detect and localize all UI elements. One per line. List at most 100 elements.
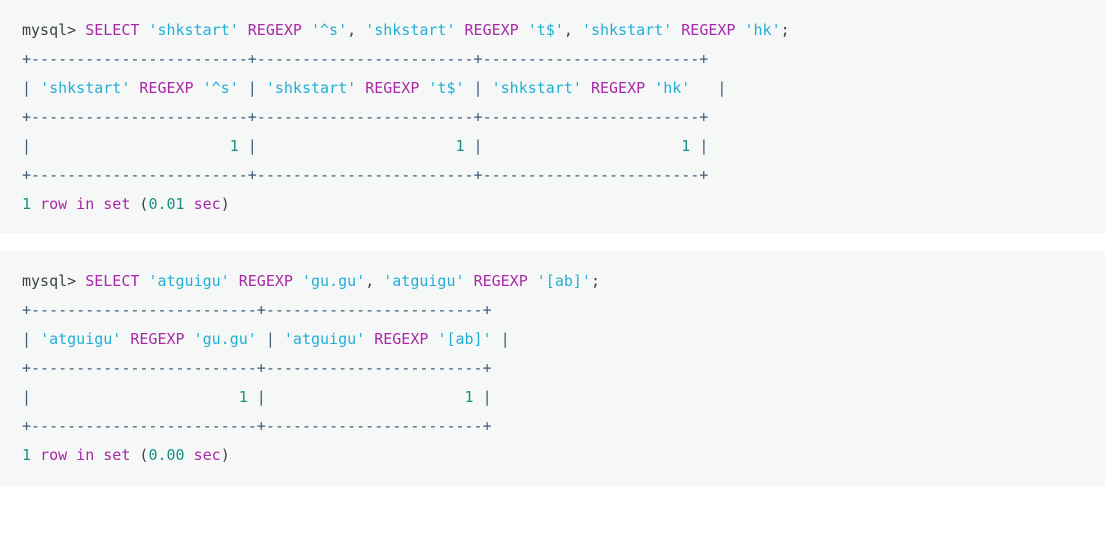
token-string: 'shkstart' xyxy=(365,21,456,39)
token-string: 'gu.gu' xyxy=(193,330,257,348)
token-string: 'atguigu' xyxy=(148,272,230,290)
token-keyword: REGEXP xyxy=(139,79,194,97)
code-line-rule: +-------------------------+-------------… xyxy=(0,296,1105,325)
token-number: 1 xyxy=(464,388,474,406)
token-keyword: SELECT xyxy=(85,21,140,39)
token-string: '[ab]' xyxy=(437,330,492,348)
token-keyword: REGEXP xyxy=(374,330,429,348)
token-border: +-------------------------+-------------… xyxy=(22,301,492,319)
token-string: 'shkstart' xyxy=(265,79,357,97)
token-plain xyxy=(483,137,682,155)
token-number: 1 xyxy=(238,388,248,406)
code-line-status: 1 row in set (0.01 sec) xyxy=(0,190,1105,219)
token-prompt: mysql> xyxy=(22,272,77,290)
token-plain xyxy=(239,21,248,39)
token-plain: , xyxy=(563,21,582,39)
token-plain xyxy=(365,330,374,348)
code-line-data: | 1 | 1 | 1 | xyxy=(0,132,1105,161)
token-string: 'shkstart' xyxy=(491,79,582,97)
token-string: 'atguigu' xyxy=(40,330,122,348)
token-border: | xyxy=(256,330,284,348)
sql-code-block-2: mysql> SELECT 'atguigu' REGEXP 'gu.gu', … xyxy=(0,251,1105,486)
token-keyword: sec xyxy=(193,195,221,213)
token-plain xyxy=(185,330,194,348)
token-plain xyxy=(266,388,465,406)
token-string: 't$' xyxy=(527,21,564,39)
token-string: 'shkstart' xyxy=(40,79,131,97)
token-plain: ; xyxy=(780,21,790,39)
token-string: '^s' xyxy=(311,21,348,39)
token-plain xyxy=(645,79,654,97)
token-number: 1 xyxy=(22,195,32,213)
token-border: +-------------------------+-------------… xyxy=(22,417,492,435)
token-plain xyxy=(356,79,365,97)
token-plain xyxy=(456,21,465,39)
token-number: 1 xyxy=(229,137,239,155)
token-keyword: REGEXP xyxy=(464,21,519,39)
token-plain xyxy=(185,446,194,464)
token-plain xyxy=(194,79,203,97)
token-border: | xyxy=(238,79,266,97)
token-string: 'hk' xyxy=(654,79,691,97)
token-plain: ) xyxy=(220,446,230,464)
token-plain: ( xyxy=(130,446,149,464)
token-plain xyxy=(519,21,528,39)
token-number: 1 xyxy=(455,137,465,155)
token-keyword: row in set xyxy=(40,195,131,213)
token-keyword: REGEXP xyxy=(247,21,302,39)
token-plain xyxy=(76,272,85,290)
token-border: | xyxy=(690,79,727,97)
token-plain xyxy=(528,272,537,290)
token-string: 'gu.gu' xyxy=(301,272,366,290)
code-line-header: | 'atguigu' REGEXP 'gu.gu' | 'atguigu' R… xyxy=(0,325,1105,354)
code-line-data: | 1 | 1 | xyxy=(0,383,1105,412)
token-keyword: REGEXP xyxy=(130,330,185,348)
token-plain xyxy=(672,21,681,39)
token-border: | xyxy=(491,330,510,348)
token-plain xyxy=(230,272,239,290)
token-border: +------------------------+--------------… xyxy=(22,50,709,68)
token-plain xyxy=(185,195,194,213)
token-plain xyxy=(257,137,456,155)
token-plain: , xyxy=(347,21,366,39)
code-line-rule: +------------------------+--------------… xyxy=(0,161,1105,190)
token-keyword: REGEXP xyxy=(238,272,293,290)
token-plain xyxy=(582,79,591,97)
code-line-rule: +-------------------------+-------------… xyxy=(0,412,1105,441)
code-line-rule: +------------------------+--------------… xyxy=(0,45,1105,74)
token-plain xyxy=(76,21,85,39)
token-border: | xyxy=(22,79,41,97)
token-plain: ) xyxy=(220,195,230,213)
token-keyword: REGEXP xyxy=(473,272,528,290)
code-line-command: mysql> SELECT 'atguigu' REGEXP 'gu.gu', … xyxy=(0,267,1105,296)
token-keyword: SELECT xyxy=(85,272,140,290)
code-line-rule: +------------------------+--------------… xyxy=(0,103,1105,132)
token-border: | xyxy=(464,137,483,155)
token-number: 1 xyxy=(22,446,32,464)
token-plain: ( xyxy=(130,195,149,213)
token-string: '[ab]' xyxy=(536,272,591,290)
token-border: | xyxy=(690,137,709,155)
token-string: '^s' xyxy=(202,79,239,97)
token-plain: , xyxy=(365,272,384,290)
token-string: 'atguigu' xyxy=(283,330,366,348)
token-number: 1 xyxy=(681,137,691,155)
code-line-command: mysql> SELECT 'shkstart' REGEXP '^s', 's… xyxy=(0,16,1105,45)
token-plain xyxy=(735,21,744,39)
token-border: +------------------------+--------------… xyxy=(22,108,709,126)
token-border: | xyxy=(22,330,41,348)
token-number: 0.00 xyxy=(148,446,185,464)
token-border: | xyxy=(464,79,492,97)
code-line-rule: +-------------------------+-------------… xyxy=(0,354,1105,383)
token-border: | xyxy=(238,137,257,155)
token-border: | xyxy=(473,388,492,406)
code-line-status: 1 row in set (0.00 sec) xyxy=(0,441,1105,470)
token-plain: ; xyxy=(590,272,600,290)
token-keyword: REGEXP xyxy=(590,79,646,97)
token-string: 'hk' xyxy=(744,21,781,39)
token-prompt: mysql> xyxy=(22,21,77,39)
token-plain xyxy=(302,21,311,39)
token-border: +-------------------------+-------------… xyxy=(22,359,492,377)
token-plain xyxy=(465,272,474,290)
